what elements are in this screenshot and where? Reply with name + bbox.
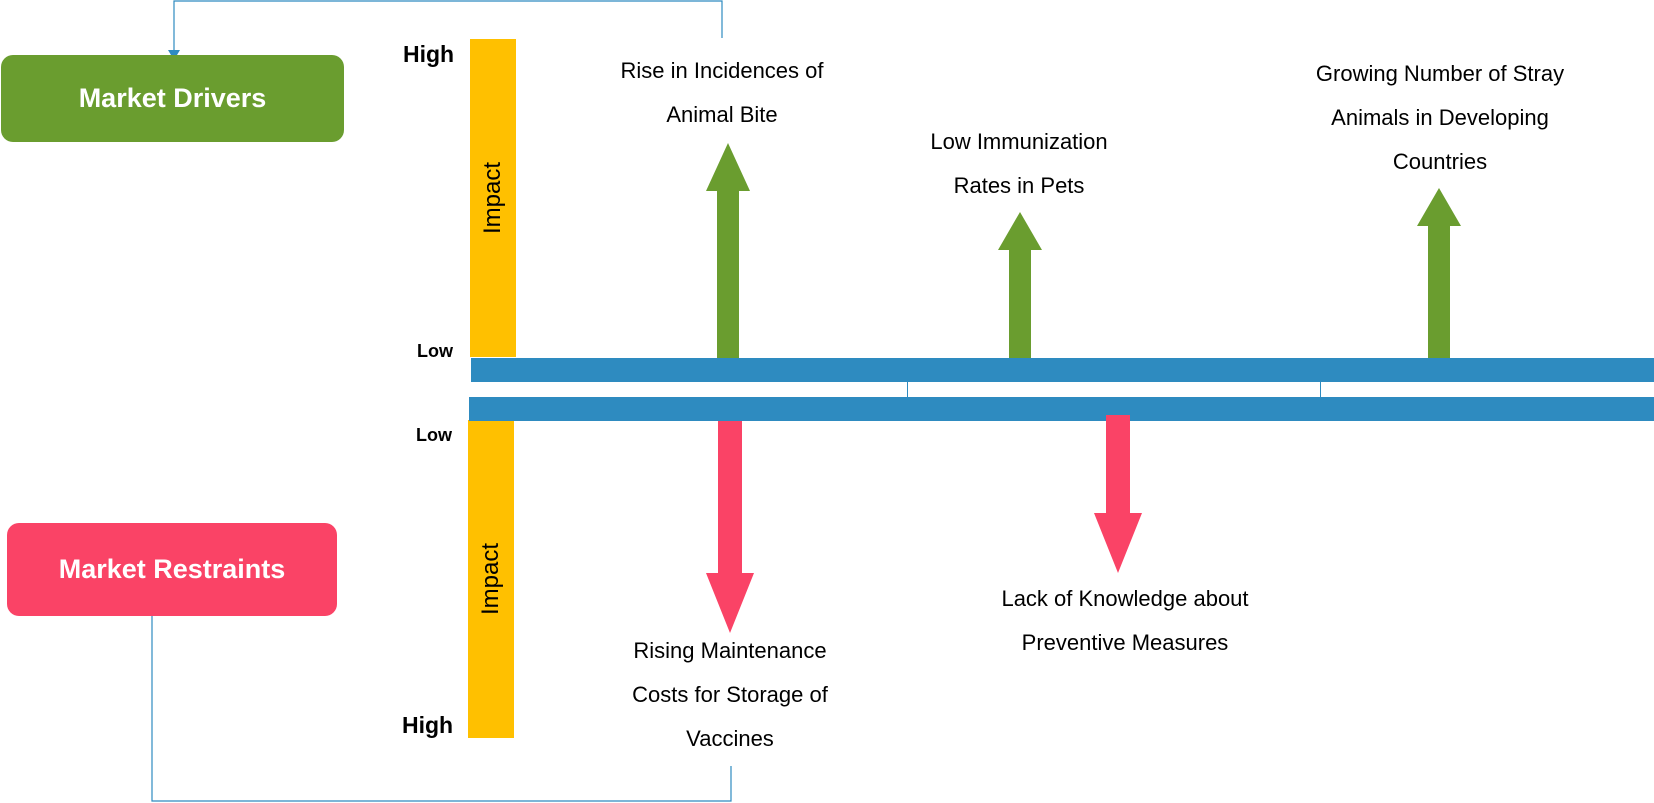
- drivers-low-label: Low: [417, 341, 453, 361]
- driver-label: Growing Number of Stray Animals in Devel…: [1315, 61, 1565, 174]
- drivers-connector: [173, 0, 723, 58]
- restraints-low-label: Low: [416, 425, 452, 445]
- restraints-axis: [469, 397, 1654, 421]
- drivers-axis: [471, 358, 1654, 382]
- market-drivers-box: Market Drivers: [1, 55, 344, 142]
- drivers-high-label: High: [403, 41, 455, 67]
- market-restraints-label: Market Restraints: [58, 554, 286, 584]
- driver-label: Low Immunization Rates in Pets: [930, 129, 1108, 198]
- restraint-label: Rising Maintenance Costs for Storage of …: [632, 638, 828, 751]
- restraints-impact-label: Impact: [477, 542, 504, 616]
- drivers-impact-bar: Impact: [470, 39, 516, 357]
- driver-arrow-up: [998, 212, 1042, 358]
- axis-tick: [907, 382, 908, 397]
- axis-tick: [1320, 382, 1321, 397]
- restraint-arrow-down: [706, 421, 754, 633]
- drivers-impact-label: Impact: [479, 161, 506, 235]
- restraints-impact-bar: Impact: [468, 420, 514, 738]
- restraint-arrow-down: [1094, 415, 1142, 573]
- restraints-high-label: High: [402, 712, 454, 738]
- restraint-label: Lack of Knowledge about Preventive Measu…: [1001, 586, 1249, 655]
- market-drivers-label: Market Drivers: [78, 83, 267, 113]
- driver-label: Rise in Incidences of Animal Bite: [620, 58, 824, 127]
- driver-arrow-up: [706, 143, 750, 358]
- driver-arrow-up: [1417, 188, 1461, 358]
- market-restraints-box: Market Restraints: [7, 523, 337, 616]
- restraints-connector: [151, 610, 732, 802]
